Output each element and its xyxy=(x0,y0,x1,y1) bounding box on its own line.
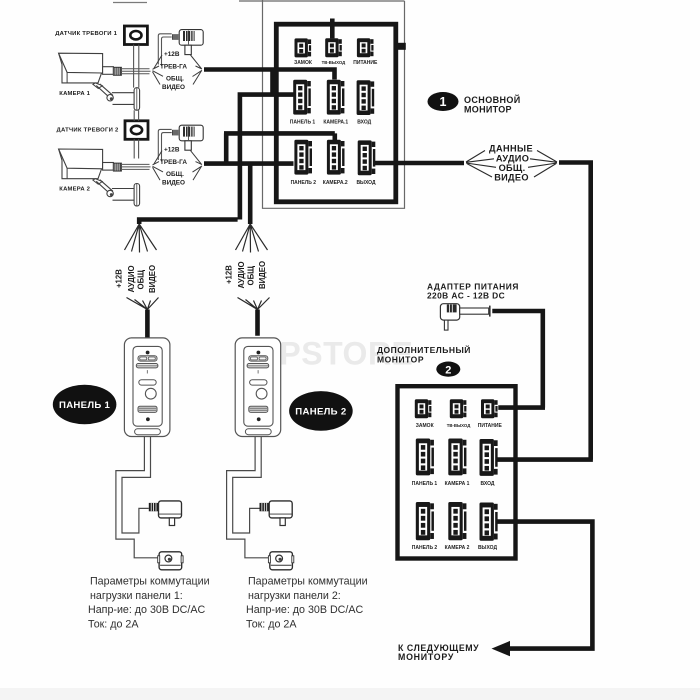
svg-text:МОНИТОР: МОНИТОР xyxy=(464,105,512,115)
svg-text:ОБЩ.: ОБЩ. xyxy=(499,163,526,173)
svg-text:Напр-ие: до 30В DC/AC: Напр-ие: до 30В DC/AC xyxy=(246,604,363,616)
svg-text:ДАННЫЕ: ДАННЫЕ xyxy=(489,144,533,154)
svg-text:АДАПТЕР ПИТАНИЯ: АДАПТЕР ПИТАНИЯ xyxy=(427,282,519,292)
svg-text:ЗАМОК: ЗАМОК xyxy=(416,423,435,429)
svg-text:ОБЩ.: ОБЩ. xyxy=(166,76,184,83)
svg-text:МОНИТОР: МОНИТОР xyxy=(377,354,424,364)
svg-text:ЗАМОК: ЗАМОК xyxy=(294,60,313,66)
svg-text:Ток: до 2А: Ток: до 2А xyxy=(246,618,297,630)
svg-text:IPSTORE: IPSTORE xyxy=(270,336,413,372)
svg-text:АУДИО: АУДИО xyxy=(127,265,136,292)
svg-text:ВЫХОД: ВЫХОД xyxy=(356,180,376,186)
svg-text:Ток: до 2А: Ток: до 2А xyxy=(88,618,139,630)
svg-text:ОБЩ: ОБЩ xyxy=(246,266,255,286)
svg-text:ТРЕВ-ГА: ТРЕВ-ГА xyxy=(160,64,187,71)
svg-text:+12В: +12В xyxy=(115,269,124,288)
svg-text:МОНИТОРУ: МОНИТОРУ xyxy=(398,652,454,662)
svg-text:Параметры коммутации: Параметры коммутации xyxy=(90,576,210,588)
svg-text:ВИДЕО: ВИДЕО xyxy=(162,84,185,91)
svg-text:+12В: +12В xyxy=(164,51,180,58)
svg-text:ПАНЕЛЬ 1: ПАНЕЛЬ 1 xyxy=(290,120,316,126)
svg-text:нагрузки панели 1:: нагрузки панели 1: xyxy=(90,590,183,602)
svg-text:ПАНЕЛЬ 2: ПАНЕЛЬ 2 xyxy=(295,407,346,418)
svg-text:ОБЩ: ОБЩ xyxy=(136,270,145,290)
svg-text:ВХОД: ВХОД xyxy=(357,120,371,126)
svg-text:ДАТЧИК ТРЕВОГИ 2: ДАТЧИК ТРЕВОГИ 2 xyxy=(57,128,119,134)
svg-text:ВИДЕО: ВИДЕО xyxy=(148,265,157,293)
svg-text:КАМЕРА.1: КАМЕРА.1 xyxy=(323,120,348,126)
svg-text:ДАТЧИК ТРЕВОГИ 1: ДАТЧИК ТРЕВОГИ 1 xyxy=(55,31,117,37)
svg-text:КАМЕРА 2: КАМЕРА 2 xyxy=(59,187,90,193)
svg-text:ТВ-ВЫХОД: ТВ-ВЫХОД xyxy=(447,423,471,428)
svg-text:Напр-ие: до 30В DC/AC: Напр-ие: до 30В DC/AC xyxy=(88,604,205,616)
svg-text:ДОПОЛНИТЕЛЬНЫЙ: ДОПОЛНИТЕЛЬНЫЙ xyxy=(377,344,471,355)
svg-text:КАМЕРА 1: КАМЕРА 1 xyxy=(59,91,90,97)
svg-text:КАМЕРА 1: КАМЕРА 1 xyxy=(445,481,470,487)
svg-text:АУДИО: АУДИО xyxy=(237,261,246,288)
svg-text:ПИТАНИЕ: ПИТАНИЕ xyxy=(478,423,503,429)
svg-text:ПАНЕЛЬ 2: ПАНЕЛЬ 2 xyxy=(412,545,438,551)
svg-text:ПАНЕЛЬ 1: ПАНЕЛЬ 1 xyxy=(412,481,438,487)
svg-text:ПИТАНИЕ: ПИТАНИЕ xyxy=(353,60,378,66)
svg-text:ТВ-ВЫХОД: ТВ-ВЫХОД xyxy=(322,60,346,65)
svg-text:ПАНЕЛЬ 2: ПАНЕЛЬ 2 xyxy=(291,180,317,186)
svg-text:К СЛЕДУЮЩЕМУ: К СЛЕДУЮЩЕМУ xyxy=(398,643,479,653)
svg-text:ОБЩ.: ОБЩ. xyxy=(166,171,184,178)
svg-text:ОСНОВНОЙ: ОСНОВНОЙ xyxy=(464,94,521,105)
svg-text:ПАНЕЛЬ 1: ПАНЕЛЬ 1 xyxy=(59,400,111,411)
svg-text:ТРЕВ-ГА: ТРЕВ-ГА xyxy=(160,159,187,166)
svg-text:ВЫХОД: ВЫХОД xyxy=(478,545,498,551)
svg-text:КАМЕРА 2: КАМЕРА 2 xyxy=(445,545,470,551)
svg-text:ВИДЕО: ВИДЕО xyxy=(162,180,185,187)
svg-text:220В AC - 12В DC: 220В AC - 12В DC xyxy=(427,291,505,301)
svg-text:ВИДЕО: ВИДЕО xyxy=(258,261,267,289)
svg-text:+12В: +12В xyxy=(224,265,233,284)
svg-text:1: 1 xyxy=(440,95,447,109)
svg-text:АУДИО: АУДИО xyxy=(496,153,529,163)
svg-text:нагрузки панели 2:: нагрузки панели 2: xyxy=(248,590,341,602)
svg-text:Параметры коммутации: Параметры коммутации xyxy=(248,576,368,588)
svg-text:+12В: +12В xyxy=(164,147,180,154)
svg-text:ВХОД: ВХОД xyxy=(480,481,494,487)
svg-text:ВИДЕО: ВИДЕО xyxy=(494,173,529,183)
svg-text:КАМЕРА.2: КАМЕРА.2 xyxy=(323,180,348,186)
svg-text:2: 2 xyxy=(445,364,451,376)
